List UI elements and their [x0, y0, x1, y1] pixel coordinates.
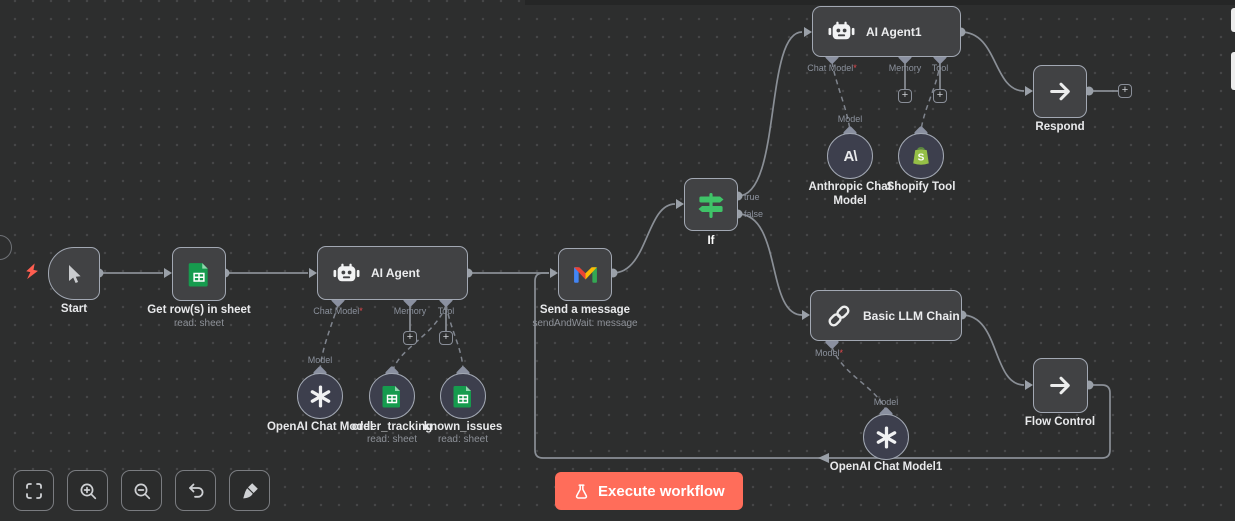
wire-label-true: true [744, 192, 760, 202]
node-ai-agent1[interactable]: AI Agent1 [812, 6, 961, 57]
add-node-button[interactable] [1118, 84, 1132, 98]
node-openai-chat-model[interactable] [297, 373, 343, 419]
port-label-model: Model [307, 355, 333, 365]
right-panel-edge [1231, 52, 1235, 90]
robot-icon [828, 21, 855, 42]
port-label-memory: Memory [393, 306, 427, 316]
node-label-order-tracking: order_tracking [351, 421, 433, 433]
node-label-ai-agent1: AI Agent1 [866, 24, 922, 39]
zoom-in-icon [78, 481, 98, 501]
zoom-to-fit-button[interactable] [13, 470, 54, 511]
node-label-known-issues: known_issues [423, 421, 503, 433]
trigger-bolt-icon [23, 262, 40, 282]
canvas-edge-handle[interactable] [0, 235, 12, 260]
port-label-tool: Tool [437, 306, 455, 316]
node-label-get-rows: Get row(s) in sheet [147, 304, 251, 316]
node-label-if: If [707, 235, 715, 247]
port-label-model: Model [837, 114, 863, 124]
google-sheets-icon [186, 261, 212, 287]
wire-label-false: false [744, 209, 764, 219]
canvas-toolbar [13, 470, 270, 511]
signpost-icon [696, 190, 726, 220]
wire-gmail-to-if [612, 203, 676, 274]
top-panel-edge [525, 0, 1235, 5]
node-shopify-tool[interactable] [898, 133, 944, 179]
node-label-respond: Respond [1035, 121, 1085, 133]
node-send-a-message[interactable] [558, 248, 612, 301]
node-ai-agent[interactable]: AI Agent [317, 246, 468, 300]
node-label-anthropic: Anthropic Chat Model [808, 181, 892, 207]
node-label-start: Start [60, 303, 88, 315]
wire-if-true-to-agent1 [737, 31, 803, 197]
node-label-ai-agent: AI Agent [371, 266, 420, 280]
robot-icon [333, 263, 360, 284]
arrow-right-icon [1047, 78, 1074, 105]
node-openai-chat-model1[interactable] [863, 414, 909, 460]
tidy-up-icon [240, 481, 260, 501]
node-get-rows-in-sheet[interactable] [172, 247, 226, 301]
node-sublabel-send-message: sendAndWait: message [532, 318, 638, 329]
zoom-to-fit-icon [24, 481, 44, 501]
port-label-chat-model1: Chat Model* [807, 63, 857, 73]
add-memory-button[interactable] [403, 331, 417, 345]
node-label-basic-llm-chain: Basic LLM Chain [863, 308, 960, 323]
port-diamonds [313, 50, 947, 421]
add-memory-button[interactable] [898, 89, 912, 103]
node-label-openai-chat-model: OpenAI Chat Model [266, 421, 374, 433]
zoom-in-button[interactable] [67, 470, 108, 511]
loop-arrowhead [818, 453, 829, 463]
cursor-icon [63, 263, 85, 285]
port-label-model: Model [873, 397, 899, 407]
port-label-llm-model: Model* [814, 348, 844, 358]
arrow-right-icon [1047, 372, 1074, 399]
port-label-chat-model: Chat Model* [313, 306, 363, 316]
node-sublabel-known-issues: read: sheet [437, 434, 489, 445]
tidy-up-button[interactable] [229, 470, 270, 511]
openai-icon [874, 425, 899, 450]
node-label-send-message: Send a message [539, 304, 631, 316]
wire-llm-to-flow [961, 314, 1025, 386]
node-flow-control[interactable] [1033, 358, 1088, 413]
add-tool-button[interactable] [933, 89, 947, 103]
undo-icon [186, 481, 206, 501]
node-sublabel-order-tracking: read: sheet [366, 434, 418, 445]
execute-workflow-button[interactable]: Execute workflow [555, 472, 743, 510]
node-start[interactable] [48, 247, 100, 300]
node-label-shopify: Shopify Tool [886, 181, 956, 193]
node-label-openai-chat-model1: OpenAI Chat Model1 [829, 461, 943, 473]
execute-workflow-label: Execute workflow [598, 482, 725, 500]
flask-icon [573, 483, 590, 500]
right-panel-edge [1231, 8, 1235, 32]
google-sheets-icon [380, 384, 404, 408]
node-sublabel-get-rows: read: sheet [173, 318, 225, 329]
zoom-out-icon [132, 481, 152, 501]
chain-icon [826, 303, 852, 329]
node-order-tracking[interactable] [369, 373, 415, 419]
undo-button[interactable] [175, 470, 216, 511]
wire-agent1-to-respond [960, 31, 1025, 92]
google-sheets-icon [451, 384, 475, 408]
gmail-icon [572, 264, 599, 285]
port-label-tool1: Tool [931, 63, 949, 73]
node-if[interactable] [684, 178, 738, 231]
add-tool-button[interactable] [439, 331, 453, 345]
wire-if-false-to-llm [737, 213, 803, 316]
anthropic-icon [844, 148, 857, 165]
shopify-icon [910, 144, 932, 168]
port-label-memory1: Memory [888, 63, 922, 73]
openai-icon [308, 384, 333, 409]
zoom-out-button[interactable] [121, 470, 162, 511]
node-respond[interactable] [1033, 65, 1087, 118]
node-label-flow-control: Flow Control [1024, 416, 1096, 428]
node-anthropic-chat-model[interactable] [827, 133, 873, 179]
node-known-issues[interactable] [440, 373, 486, 419]
node-basic-llm-chain[interactable]: Basic LLM Chain [810, 290, 962, 341]
